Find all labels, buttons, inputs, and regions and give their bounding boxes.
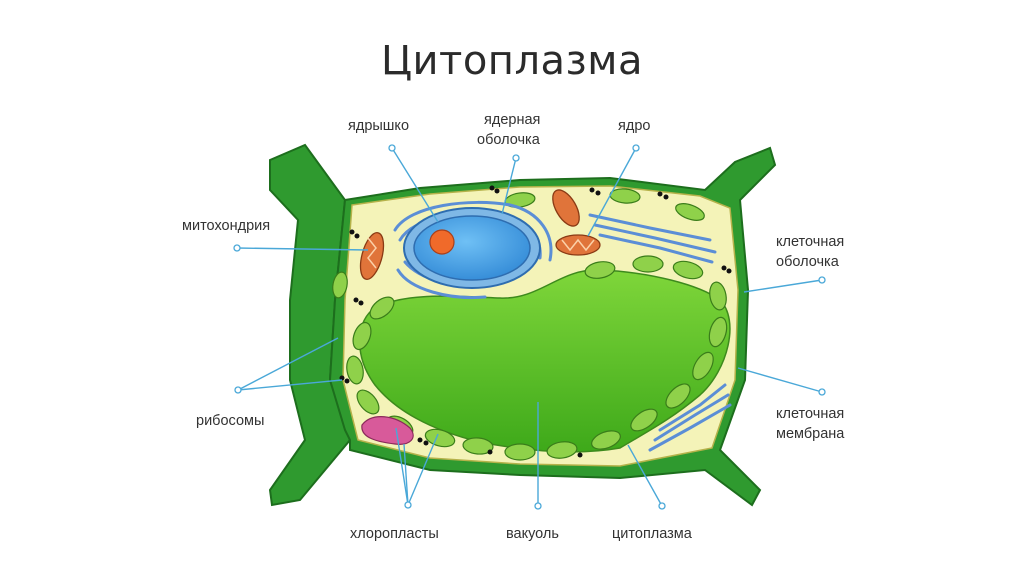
nucleolus [430,230,454,254]
label-cell-membrane-2: мембрана [776,426,845,442]
label-cell-wall-2: оболочка [776,254,840,270]
label-cell-membrane-1: клеточная [776,406,844,422]
label-mitochondria: митохондрия [182,218,270,234]
label-nuclear-envelope-1: ядерная [484,112,540,128]
label-cytoplasm: цитоплазма [612,526,693,542]
label-chloroplasts: хлоропласты [350,526,439,542]
nucleus [404,208,540,288]
label-ribosomes: рибосомы [196,413,264,429]
label-nucleus: ядро [618,118,650,134]
label-nuclear-envelope-2: оболочка [477,132,541,148]
label-vacuole: вакуоль [506,526,559,542]
label-cell-wall-1: клеточная [776,234,844,250]
label-nucleolus: ядрышко [348,118,409,134]
